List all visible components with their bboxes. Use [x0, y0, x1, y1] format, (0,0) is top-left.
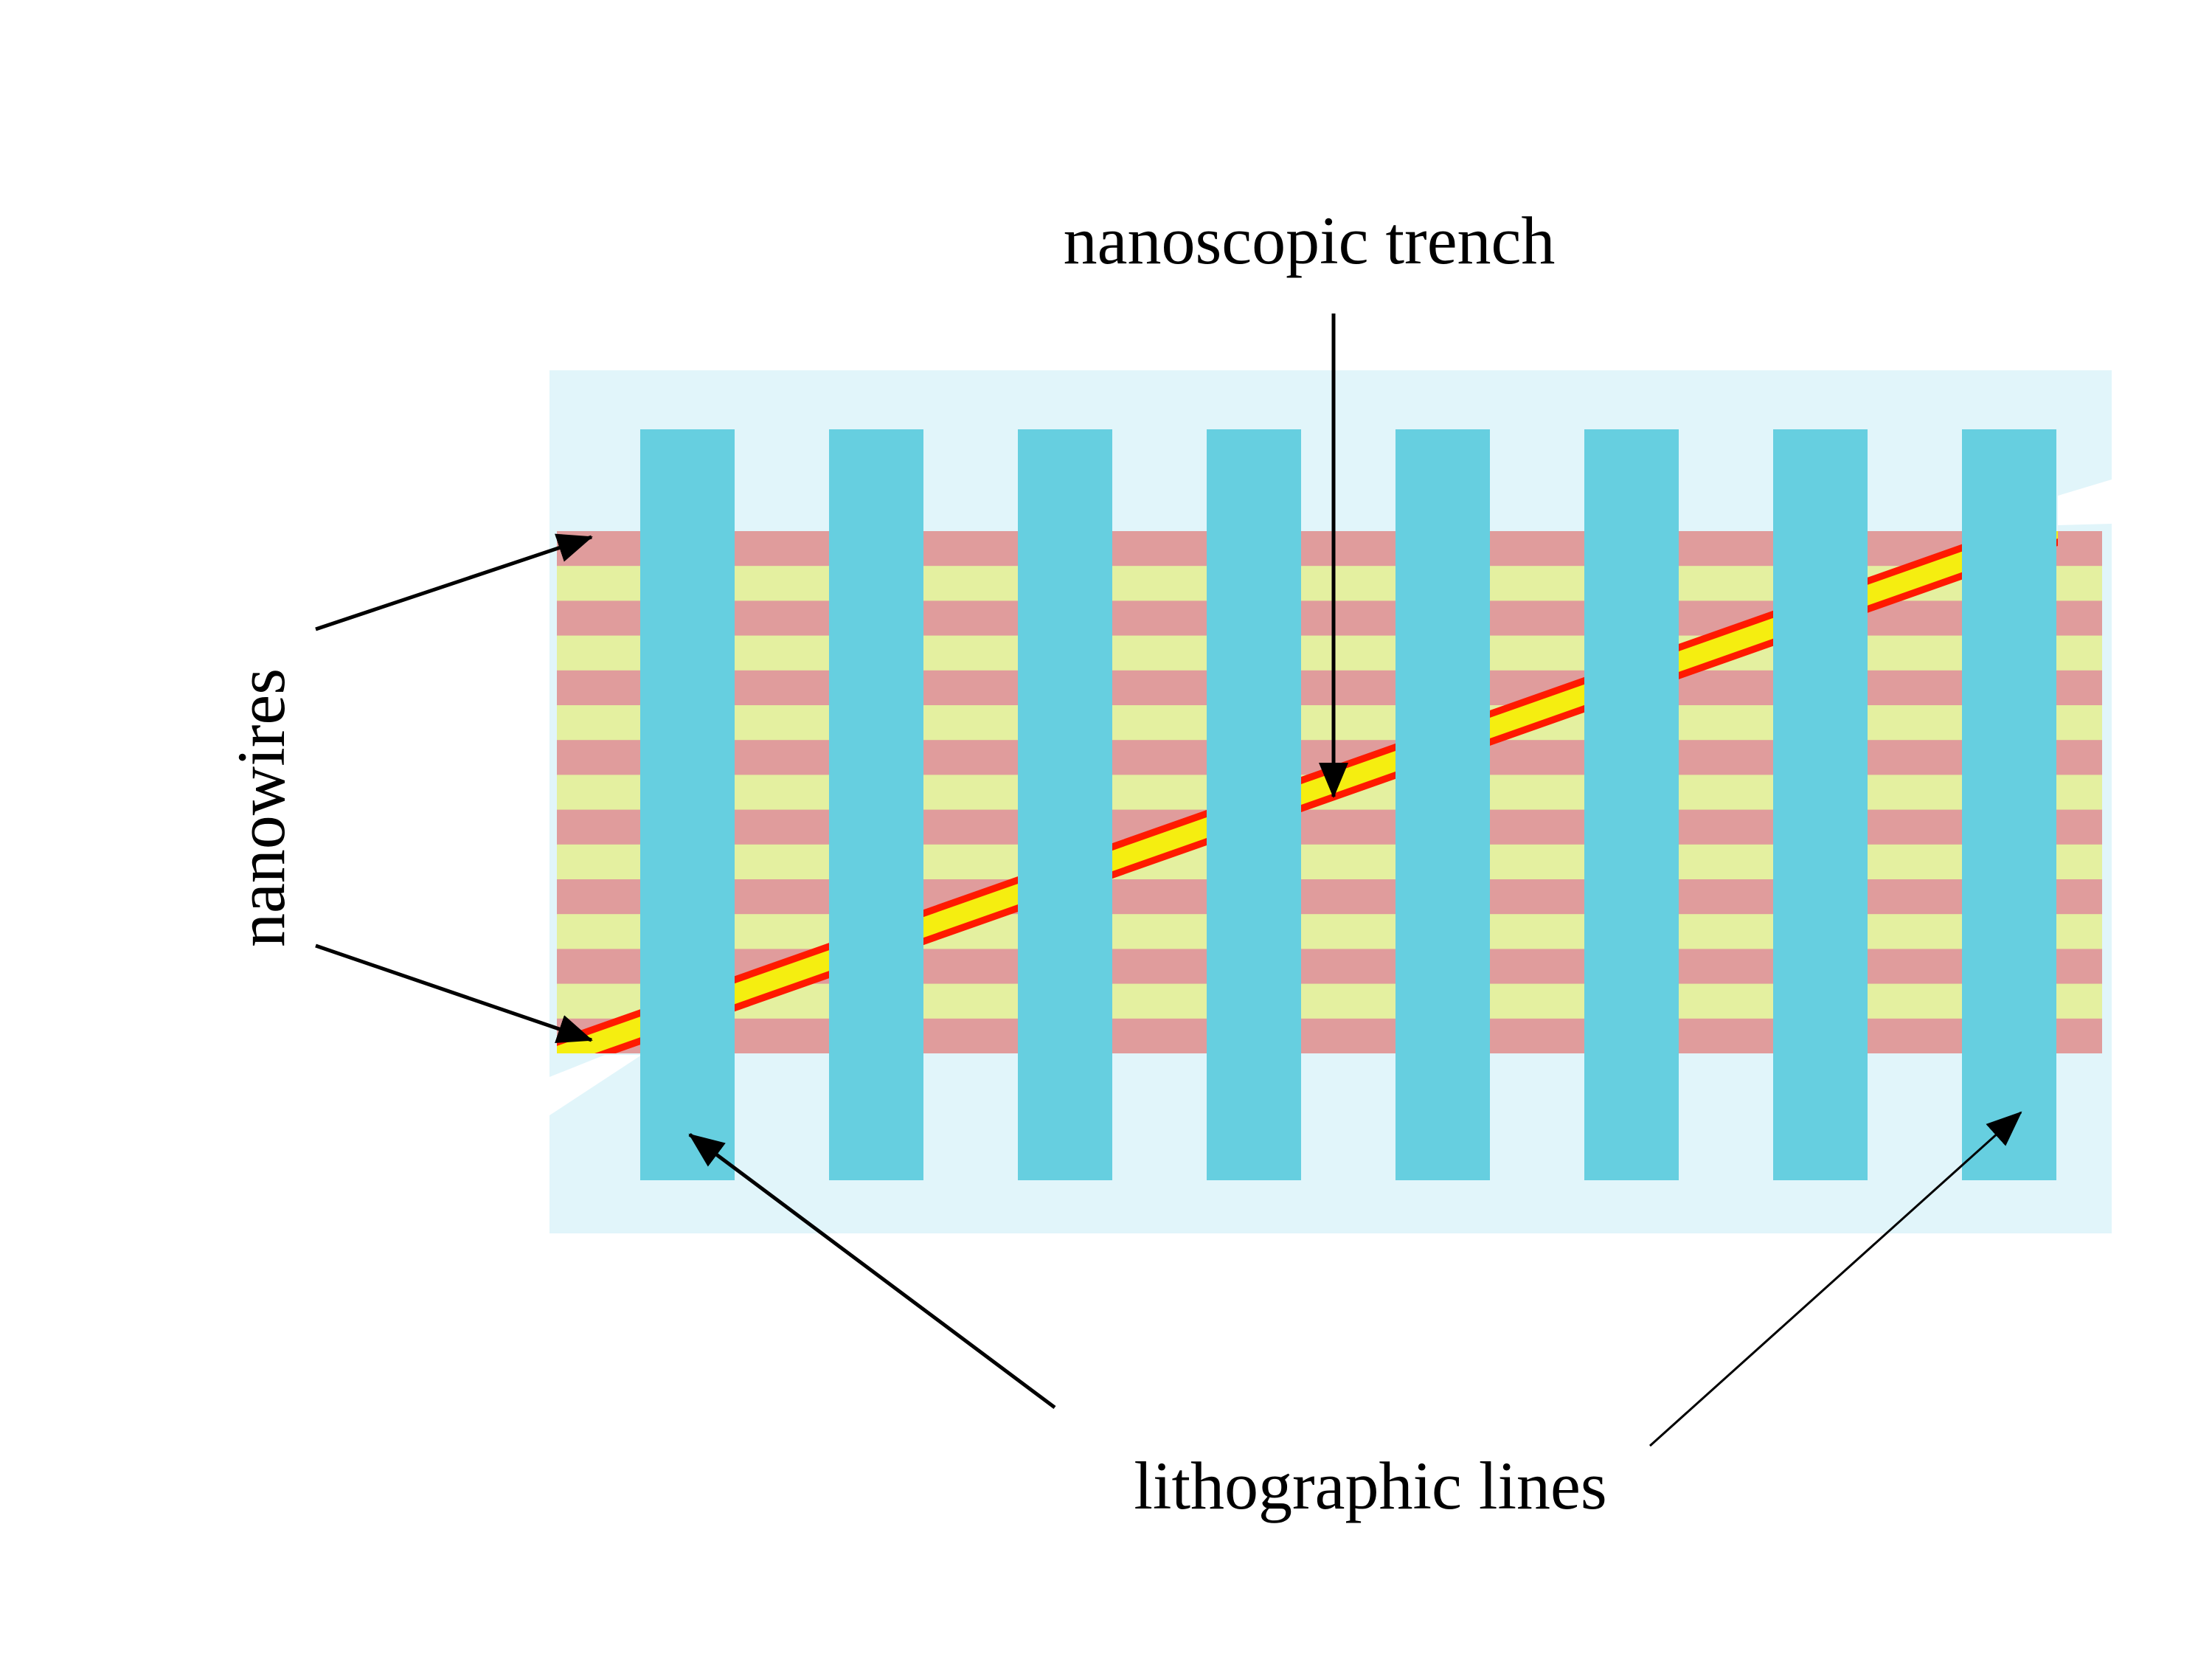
lithographic-line	[640, 429, 735, 1180]
substrate-notch-right	[2058, 479, 2112, 525]
nanowire-stripe	[557, 914, 2102, 949]
nanowire-stripe	[557, 844, 2102, 880]
lithographic-line	[829, 429, 923, 1180]
lines-arrow-left	[688, 1132, 1056, 1410]
nanowire-stripe	[557, 809, 2102, 845]
nanowire-stripe	[557, 670, 2102, 706]
lithographic-line	[1395, 429, 1490, 1180]
trench-yellow-core	[557, 531, 2058, 1053]
trench-yellow-group	[557, 531, 2058, 1053]
nanowires-arrow-top	[315, 533, 593, 631]
lithographic-line	[1773, 429, 1868, 1180]
nanoscopic-trench	[557, 531, 2058, 1053]
annotations: nanoscopic trench nanowires lithographic…	[223, 203, 2022, 1523]
lithographic-line	[1207, 429, 1301, 1180]
nanowire-stripe	[557, 635, 2102, 671]
nanowire-stripe	[557, 1018, 2102, 1053]
substrate-notch-left	[549, 1055, 642, 1115]
lithographic-line	[1018, 429, 1112, 1180]
nanowires-arrow-bottom	[315, 943, 593, 1044]
nanowire-stripe	[557, 531, 2102, 567]
trench-label: nanoscopic trench	[1064, 203, 1556, 278]
nanowire-stripe	[557, 705, 2102, 741]
lithographic-lines-label: lithographic lines	[1134, 1448, 1606, 1523]
nanowire-stripe	[557, 879, 2102, 915]
lithographic-lines	[640, 429, 2056, 1180]
lithographic-line	[1962, 429, 2056, 1180]
nanowires-label: nanowires	[223, 668, 299, 947]
lines-arrow-right	[1648, 1111, 2022, 1447]
lithographic-line	[1584, 429, 1679, 1180]
